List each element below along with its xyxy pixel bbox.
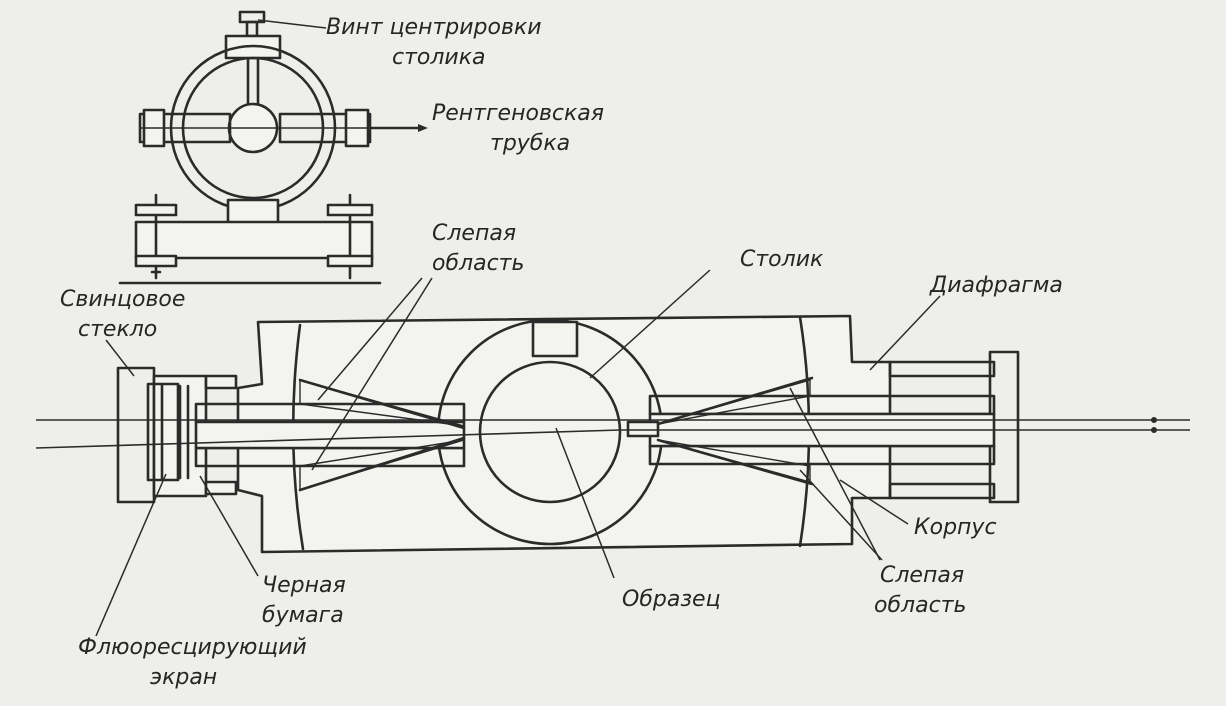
label-black-paper: Черная бумага — [262, 573, 353, 628]
label-fluorescent-screen: Флюоресцирующий экран — [78, 635, 314, 690]
cross-section — [35, 314, 1190, 554]
beam-line-lower — [35, 429, 621, 449]
label-stage: Столик — [740, 247, 824, 272]
base-plate — [134, 220, 374, 260]
leader-lines — [95, 269, 941, 637]
label-lead-glass: Свинцовое стекло — [60, 287, 192, 342]
stage-top-slot — [531, 320, 579, 358]
label-diaphragm: Диафрагма — [929, 273, 1063, 298]
centering-screw-shaft — [245, 20, 259, 38]
label-sample: Образец — [622, 587, 721, 612]
label-blind-area-bottom: Слепая область — [874, 563, 971, 618]
label-xray-tube: Рентгеновская трубка — [432, 101, 611, 156]
side-view — [118, 10, 428, 285]
label-centering-screw: Винт центрировки столика — [326, 15, 549, 70]
diaphragm-tip — [626, 420, 660, 438]
label-blind-area-top: Слепая область — [432, 221, 524, 276]
label-housing: Корпус — [914, 515, 997, 540]
